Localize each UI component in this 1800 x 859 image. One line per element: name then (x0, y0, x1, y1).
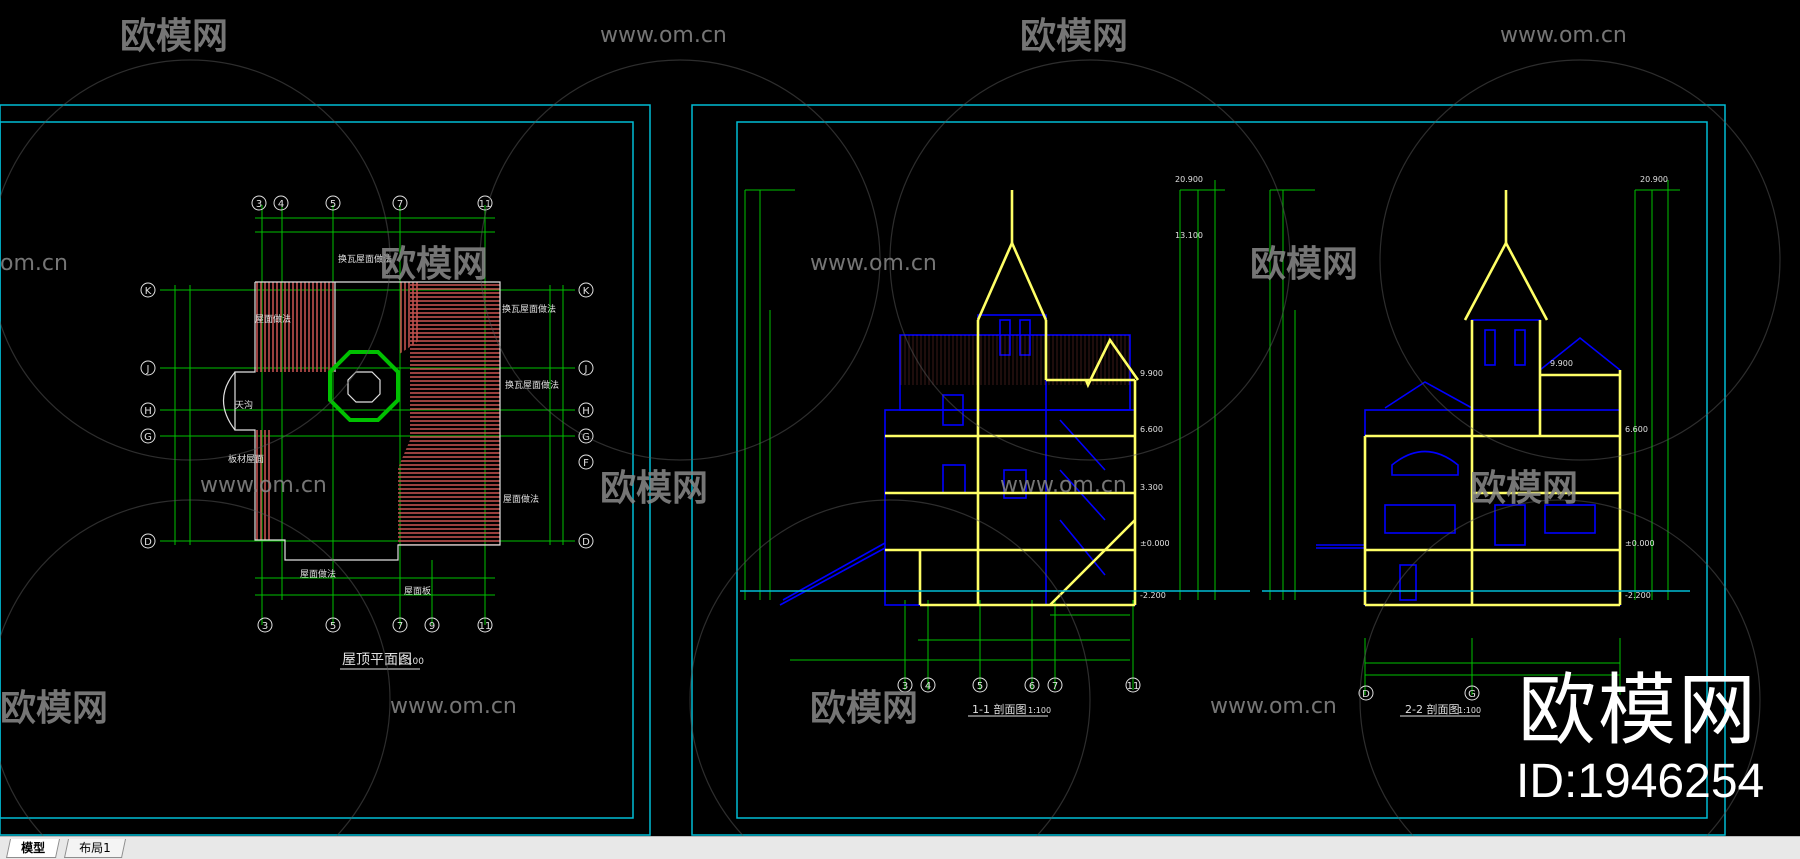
level-label: 6.600 (1625, 425, 1648, 434)
watermark-brand: 欧模网 (1518, 666, 1759, 756)
plan-axis-label: 11 (479, 621, 492, 632)
plan-axis-label: 7 (397, 621, 403, 632)
plan-axis-label: F (583, 458, 589, 469)
watermark-logo: 欧模网 (1250, 244, 1358, 285)
plan-axis-label: H (144, 406, 152, 417)
plan-axis-label: G (144, 432, 152, 443)
roof-plan-title: 屋顶平面图 (342, 652, 412, 668)
watermark-url: www.om.cn (200, 473, 327, 498)
plan-axis-label: D (144, 537, 152, 548)
section-2-2: D G ±0.000 6.600 -2.200 20.900 9.900 2-2… (1262, 175, 1690, 717)
watermark-id: ID:1946254 (1516, 755, 1765, 808)
level-label: 20.900 (1175, 175, 1203, 184)
section1-axis-label: 7 (1052, 681, 1058, 692)
watermark-logo: 欧模网 (120, 16, 228, 57)
plan-axis-label: D (582, 537, 590, 548)
level-label: 9.900 (1550, 359, 1573, 368)
plan-axis-label: 5 (330, 621, 336, 632)
roof-plan: 3 4 5 7 11 3 5 7 9 11 K J H G D K J H G … (140, 195, 594, 670)
plan-note: 换瓦屋面做法 (502, 303, 556, 315)
watermark-logo: 欧模网 (1020, 16, 1128, 57)
section1-axis-label: 3 (902, 681, 908, 692)
section1-axis-label: 6 (1029, 681, 1035, 692)
plan-axis-label: K (583, 286, 590, 297)
plan-note: 换瓦屋面做法 (505, 379, 559, 391)
section1-axis-label: 11 (1127, 681, 1140, 692)
level-label: 20.900 (1640, 175, 1668, 184)
watermark-url: om.cn (0, 251, 68, 276)
watermark-url: www.om.cn (1210, 694, 1337, 719)
layout-tab-bar: 模型 布局1 (0, 836, 1800, 859)
plan-note: 天沟 (235, 399, 253, 411)
watermark-logo: 欧模网 (810, 688, 918, 729)
plan-note: 换瓦屋面做法 (338, 253, 392, 265)
plan-axis-label: G (582, 432, 590, 443)
plan-note: 屋面做法 (255, 313, 291, 325)
plan-axis-bubbles (140, 195, 594, 633)
plan-note: 屋面做法 (300, 568, 336, 580)
plan-axis-label: K (145, 286, 152, 297)
plan-axis-label: 3 (262, 621, 268, 632)
level-label: 6.600 (1140, 425, 1163, 434)
watermark-logo: 欧模网 (600, 468, 708, 509)
plan-axis-label: 4 (278, 199, 284, 210)
plan-axis-label: 7 (397, 199, 403, 210)
sheet-frame-right (691, 104, 1726, 836)
plan-note: 板材屋面 (228, 453, 264, 465)
tab-model-label: 模型 (21, 841, 46, 855)
level-label: 9.900 (1140, 369, 1163, 378)
watermark-url: www.om.cn (1000, 473, 1127, 498)
plan-axis-label: 5 (330, 199, 336, 210)
watermark-logo: 欧模网 (0, 688, 108, 729)
drawing-canvas[interactable]: 3 4 5 7 11 3 5 7 9 11 K J H G D K J H G … (0, 0, 1800, 836)
plan-axis-label: H (582, 406, 590, 417)
section2-title: 2-2 剖面图 (1405, 702, 1459, 716)
watermark-layer: 欧模网 www.om.cn 欧模网 www.om.cn om.cn 欧模网 ww… (0, 16, 1781, 836)
watermark-url: www.om.cn (1500, 23, 1627, 48)
section2-axis-label: G (1468, 689, 1476, 700)
tab-model[interactable]: 模型 (5, 839, 61, 858)
watermark-url: www.om.cn (810, 251, 937, 276)
level-label: ±0.000 (1625, 539, 1655, 548)
level-label: ±0.000 (1140, 539, 1170, 548)
watermark-url: www.om.cn (390, 694, 517, 719)
plan-axis-label: 11 (479, 199, 492, 210)
octagon-tower (328, 350, 400, 422)
section2-axis-label: D (1362, 689, 1370, 700)
plan-axis-label: J (584, 364, 588, 375)
tab-layout1-label: 布局1 (79, 841, 111, 855)
roof-plan-scale: 1:100 (398, 657, 424, 667)
watermark-logo: 欧模网 (380, 244, 488, 285)
section-1-1: 3 4 5 6 7 11 ±0.000 3.300 6.600 9.900 -2… (740, 175, 1250, 717)
plan-axis-label: 3 (256, 199, 262, 210)
plan-axis-label: 9 (429, 621, 435, 632)
sheet-frame-left (0, 104, 651, 836)
section2-scale: 1:100 (1458, 706, 1481, 715)
plan-note: 屋面做法 (503, 493, 539, 505)
section1-scale: 1:100 (1028, 706, 1051, 715)
section1-title: 1-1 剖面图 (972, 702, 1026, 716)
tab-layout1[interactable]: 布局1 (63, 839, 126, 858)
level-label: -2.200 (1140, 591, 1166, 600)
plan-axis-label: J (146, 364, 150, 375)
level-label: 3.300 (1140, 483, 1163, 492)
watermark-logo: 欧模网 (1470, 468, 1578, 509)
watermark-url: www.om.cn (600, 23, 727, 48)
level-label: -2.200 (1625, 591, 1651, 600)
section1-axis-label: 5 (977, 681, 983, 692)
section1-axis-label: 4 (925, 681, 931, 692)
level-label: 13.100 (1175, 231, 1203, 240)
plan-note: 屋面板 (404, 585, 431, 597)
